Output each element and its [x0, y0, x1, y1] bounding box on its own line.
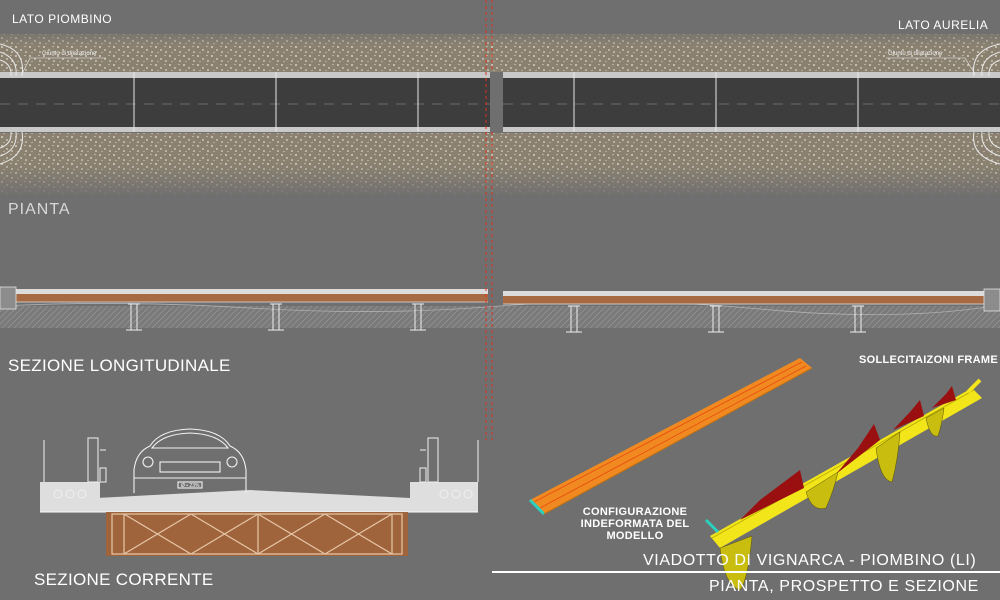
- sheet-subtitle: PIANTA, PROSPETTO E SEZIONE: [709, 578, 979, 595]
- frame-stress-label: SOLLECITAIZONI FRAME: [858, 354, 998, 366]
- cross-section: [40, 428, 479, 556]
- plan-road-deck: [0, 72, 1000, 132]
- joint-label-right: Giunto di dilatazione: [888, 51, 943, 57]
- plan-gravel-lower: [0, 133, 1000, 197]
- piers: [126, 303, 866, 333]
- project-title: VIADOTTO DI VIGNARCA - PIOMBINO (LI): [643, 552, 977, 569]
- plan-end-right-label: LATO AURELIA: [898, 18, 989, 32]
- longitudinal-section-label: SEZIONE LONGITUDINALE: [8, 356, 231, 375]
- abutment-left: [0, 43, 24, 165]
- plan-view: [0, 26, 1000, 197]
- plan-section-label: PIANTA: [8, 201, 71, 218]
- car-outline: [133, 428, 247, 493]
- undeformed-model-label: CONFIGURAZIONE INDEFORMATA DEL MODELLO: [580, 506, 690, 542]
- girder-right: [503, 291, 990, 305]
- parapet-right: [419, 437, 479, 499]
- plan-gravel-upper: [0, 26, 1000, 72]
- joint-leader-lines: [21, 57, 976, 75]
- cross-section-label: SEZIONE CORRENTE: [34, 570, 214, 589]
- frame-stress-model: [704, 378, 982, 591]
- steel-truss: [106, 512, 408, 556]
- plan-end-left-label: LATO PIOMBINO: [12, 12, 113, 26]
- longitudinal-section: [0, 286, 1000, 333]
- plan-pier-ticks: [133, 72, 859, 132]
- parapet-left: [43, 437, 107, 499]
- deck-slab: [40, 482, 478, 513]
- car-plate-text: Ø • 23%: [181, 483, 200, 489]
- undeformed-model: [528, 358, 813, 516]
- girder-left: [10, 289, 488, 303]
- joint-label-left: Giunto di dilatazione: [42, 51, 97, 57]
